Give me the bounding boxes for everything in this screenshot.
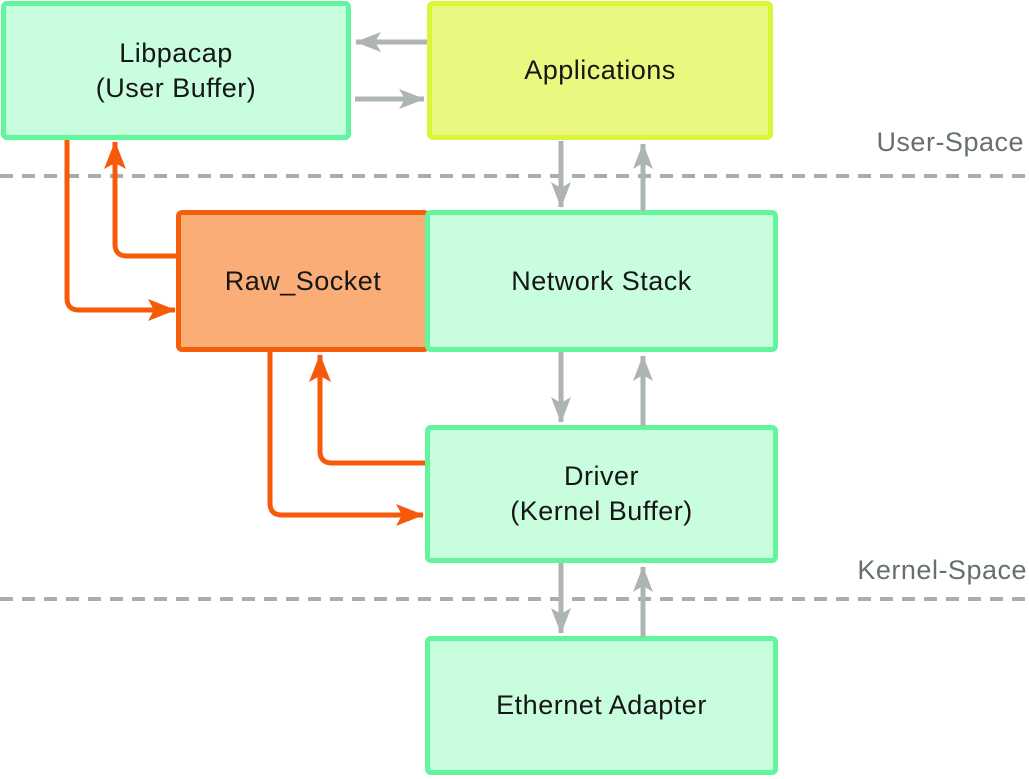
box-ethernet-adapter: Ethernet Adapter	[425, 636, 778, 775]
applications-label: Applications	[524, 55, 676, 85]
arrow-raw-socket-to-libpcap	[104, 141, 176, 259]
arrow-driver-to-raw-socket	[309, 354, 425, 466]
box-raw-socket: Raw_Socket	[176, 210, 430, 352]
driver-label-line2: (Kernel Buffer)	[510, 496, 693, 526]
box-libpcap-user-buffer: Libpacap (User Buffer)	[1, 1, 351, 140]
raw-socket-label: Raw_Socket	[224, 265, 382, 296]
driver-label-line1: Driver	[564, 461, 639, 491]
libpcap-label-line1: Libpacap	[119, 37, 233, 68]
box-applications: Applications	[427, 1, 773, 140]
network-stack-label: Network Stack	[511, 265, 692, 296]
libpcap-label-line2: (User Buffer)	[95, 72, 257, 103]
arrow-libpcap-to-raw-socket	[64, 140, 176, 321]
kernel-space-label: Kernel-Space	[857, 555, 1027, 585]
user-space-label: User-Space	[876, 127, 1024, 157]
ethernet-adapter-label: Ethernet Adapter	[496, 690, 707, 720]
arrow-raw-socket-to-driver	[267, 352, 424, 526]
box-network-stack: Network Stack	[425, 210, 778, 352]
box-driver-kernel-buffer: Driver (Kernel Buffer)	[425, 425, 778, 563]
